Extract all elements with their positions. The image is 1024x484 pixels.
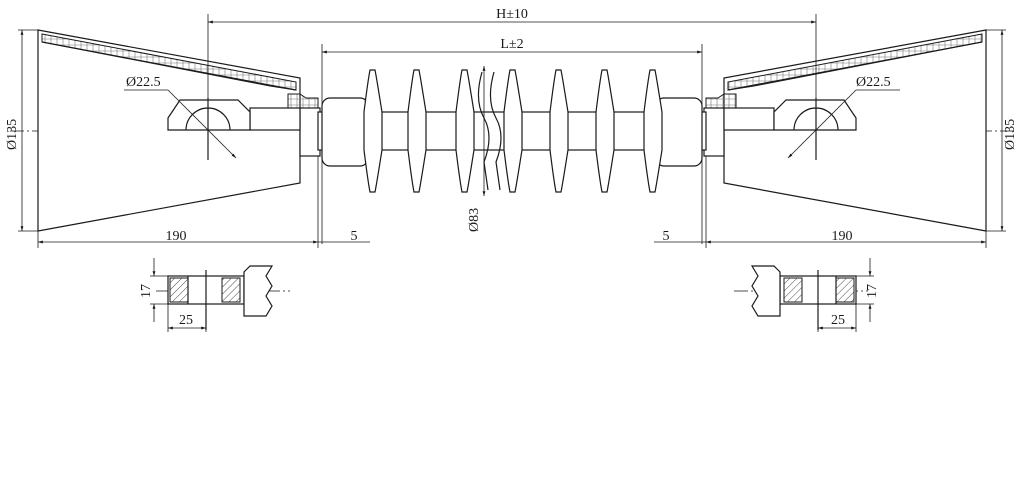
left-gap-dimension: 5	[317, 156, 370, 248]
shed	[503, 69, 523, 193]
shed-diameter-dimension: Ø83	[467, 66, 486, 232]
left-hole-diameter-label: Ø22.5	[126, 75, 161, 90]
left-fitting-diameter-label: Ø135	[5, 119, 20, 150]
left-lug-section-view: 17 25	[139, 258, 290, 332]
insulation-length-dimension: L±2	[321, 37, 703, 244]
right-gap-dimension: 5	[654, 156, 707, 248]
shed	[407, 69, 427, 193]
right-hole-diameter-label: Ø22.5	[856, 75, 891, 90]
insulator-sheds	[363, 69, 663, 193]
right-fitting-diameter-label: Ø135	[1003, 119, 1018, 150]
shed	[363, 69, 383, 193]
left-fitting-length-dimension: 190	[37, 229, 318, 248]
left-gap-label: 5	[351, 229, 358, 244]
left-lug-width-label: 25	[179, 313, 193, 328]
overall-length-label: H±10	[496, 7, 528, 22]
right-end-fitting	[703, 29, 987, 232]
right-fitting-diameter-dimension: Ø135	[986, 29, 1018, 232]
right-lug-thickness-label: 17	[865, 284, 880, 298]
shed	[643, 69, 663, 193]
shed	[549, 69, 569, 193]
right-fitting-length-dimension: 190	[706, 229, 987, 248]
left-fitting-diameter-dimension: Ø135	[5, 29, 38, 232]
right-lug-section-view: 17 25	[734, 258, 880, 332]
left-lug-thickness-label: 17	[139, 284, 154, 298]
shed	[595, 69, 615, 193]
right-fitting-length-label: 190	[832, 229, 853, 244]
overall-length-dimension: H±10	[207, 7, 817, 100]
insulation-length-label: L±2	[500, 37, 523, 52]
shed-diameter-label: Ø83	[467, 208, 482, 232]
break-mark	[489, 71, 502, 191]
left-end-fitting	[37, 29, 321, 232]
right-gap-label: 5	[663, 229, 670, 244]
left-fitting-length-label: 190	[166, 229, 187, 244]
shed	[455, 69, 475, 193]
right-lug-width-label: 25	[831, 313, 845, 328]
